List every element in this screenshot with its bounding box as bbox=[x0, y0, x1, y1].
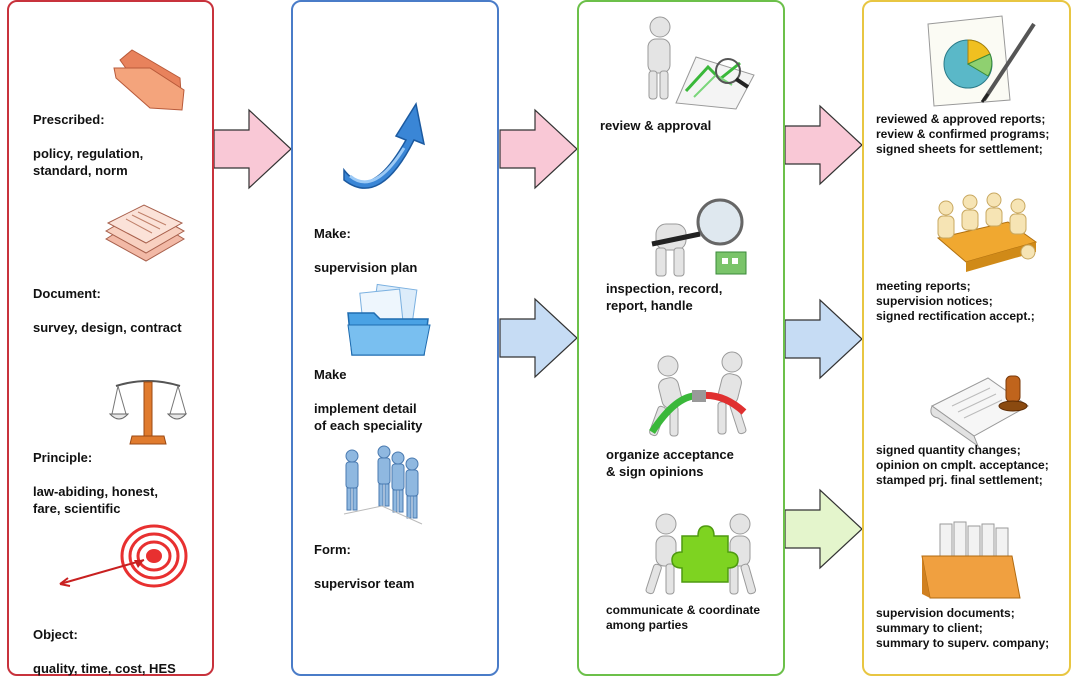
curved-arrow-icon bbox=[343, 102, 426, 189]
object-title: Object: bbox=[33, 627, 78, 642]
scales-icon bbox=[108, 380, 188, 445]
make-detail-label: Make implement detail of each speciality bbox=[314, 349, 422, 434]
target-icon bbox=[59, 524, 188, 588]
document-title: Document: bbox=[33, 286, 101, 301]
documents-icon bbox=[104, 204, 186, 262]
form-team-label: Form: supervisor team bbox=[314, 524, 414, 592]
meeting-reports-label: meeting reports; supervision notices; si… bbox=[876, 279, 1035, 323]
object-text: quality, time, cost, HES bbox=[33, 661, 176, 676]
file-box-icon bbox=[921, 521, 1021, 599]
arrow-pink-1 bbox=[213, 108, 292, 190]
make-detail-text: implement detail of each speciality bbox=[314, 401, 423, 433]
make-plan-text: supervision plan bbox=[314, 260, 418, 275]
meeting-table-icon bbox=[936, 192, 1038, 272]
team-figures-icon bbox=[343, 445, 423, 525]
arrow-blue-1 bbox=[499, 297, 578, 379]
document-text: survey, design, contract bbox=[33, 320, 182, 335]
folder-icon bbox=[113, 49, 185, 111]
form-team-text: supervisor team bbox=[314, 576, 415, 591]
arrow-pink-2 bbox=[499, 108, 578, 190]
organize-acceptance-label: organize acceptance & sign opinions bbox=[606, 447, 734, 479]
thinking-figure-chart-icon bbox=[647, 16, 755, 110]
arrow-pink-3 bbox=[784, 104, 863, 186]
arrow-green-1 bbox=[784, 488, 863, 570]
review-approval-label: review & approval bbox=[600, 118, 712, 133]
folders-icon bbox=[347, 283, 431, 356]
prescribed-label: Prescribed: policy, regulation, standard… bbox=[33, 94, 143, 179]
principle-text: law-abiding, honest, fare, scientific bbox=[33, 484, 158, 516]
magnifier-figure-icon bbox=[651, 198, 747, 277]
principle-label: Principle: law-abiding, honest, fare, sc… bbox=[33, 432, 158, 517]
arrow-blue-2 bbox=[784, 298, 863, 380]
communicate-label: communicate & coordinate among parties bbox=[606, 603, 761, 632]
form-team-title: Form: bbox=[314, 542, 351, 557]
tug-of-war-icon bbox=[649, 351, 747, 437]
inspection-label: inspection, record, report, handle bbox=[606, 281, 723, 313]
pie-chart-pen-icon bbox=[927, 15, 1036, 107]
document-label: Document: survey, design, contract bbox=[33, 268, 182, 336]
supervision-documents-label: supervision documents; summary to client… bbox=[876, 606, 1050, 650]
reviewed-reports-label: reviewed & approved reports; review & co… bbox=[876, 112, 1050, 156]
stamp-scroll-icon bbox=[930, 375, 1029, 448]
puzzle-figures-icon bbox=[645, 513, 757, 595]
make-detail-title: Make bbox=[314, 367, 347, 382]
make-plan-title: Make: bbox=[314, 226, 351, 241]
quantity-changes-label: signed quantity changes; opinion on cmpl… bbox=[876, 443, 1049, 487]
object-label: Object: quality, time, cost, HES bbox=[33, 609, 176, 677]
principle-title: Principle: bbox=[33, 450, 93, 465]
prescribed-title: Prescribed: bbox=[33, 112, 105, 127]
make-plan-label: Make: supervision plan bbox=[314, 208, 417, 276]
prescribed-text: policy, regulation, standard, norm bbox=[33, 146, 144, 178]
